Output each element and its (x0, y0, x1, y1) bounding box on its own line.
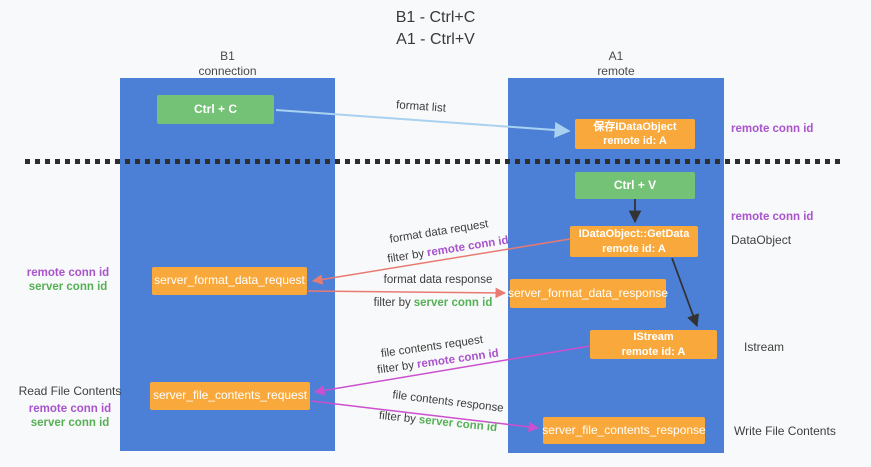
annotation-server-conn-id-left: server conn id (28, 281, 108, 294)
filter-by-text: filter by (373, 297, 411, 309)
node-ctrl-v-label: Ctrl + V (613, 177, 657, 192)
node-ctrl-c-label: Ctrl + C (193, 101, 237, 116)
node-server-file-contents-response-label: server_file_contents_response (542, 422, 706, 437)
annotation-remote-conn-id-left: remote conn id (26, 267, 110, 279)
edge-label-format-data-response: format data response (383, 274, 493, 286)
annotation-dataobject: DataObject (731, 233, 792, 247)
lane-b1-subtitle: connection (198, 64, 257, 78)
annotation-remote-conn-id-left-2: remote conn id (28, 403, 112, 415)
node-server-format-data-request: server_format_data_request (152, 267, 307, 295)
lane-header-a1: A1 remote (508, 49, 724, 79)
node-istream-line1: IStream (633, 331, 674, 344)
node-idataobject-getdata-line2: remote id: A (602, 242, 666, 255)
annotation-read-file-contents: Read File Contents (18, 384, 122, 398)
node-server-file-contents-request: server_file_contents_request (150, 382, 310, 410)
node-idataobject-getdata: IDataObject::GetData remote id: A (570, 226, 698, 257)
filter-by-text: filter by (376, 359, 415, 377)
annotation-remote-conn-id-mid: remote conn id (731, 211, 814, 223)
annotation-file-conn-ids: remote conn id server conn id (14, 402, 126, 431)
node-save-idataobject: 保存IDataObject remote id: A (575, 119, 695, 149)
annotation-write-file-contents: Write File Contents (734, 424, 836, 438)
lane-b1-title: B1 (220, 49, 235, 63)
node-server-format-data-request-label: server_format_data_request (154, 273, 305, 288)
node-ctrl-v: Ctrl + V (575, 172, 695, 199)
node-istream: IStream remote id: A (590, 330, 717, 359)
node-server-format-data-response: server_format_data_response (507, 279, 669, 308)
node-server-format-data-response-label: server_format_data_response (507, 285, 669, 300)
diagram-title: B1 - Ctrl+C A1 - Ctrl+V (0, 7, 871, 50)
arrow-format-data-response (307, 287, 507, 299)
remote-conn-id-text: remote conn id (426, 234, 510, 260)
annotation-remote-conn-id-top: remote conn id (731, 123, 814, 135)
node-server-file-contents-response: server_file_contents_response (542, 417, 706, 444)
node-save-idataobject-line1: 保存IDataObject (593, 120, 677, 133)
node-istream-line2: remote id: A (621, 345, 686, 358)
edge-label-file-contents-response: file contents response (391, 389, 505, 415)
title-line-1: B1 - Ctrl+C (395, 9, 476, 26)
node-server-file-contents-request-label: server_file_contents_request (152, 388, 308, 403)
node-idataobject-getdata-line1: IDataObject::GetData (578, 228, 690, 241)
annotation-server-conn-id-left-2: server conn id (30, 417, 110, 430)
edge-label-format-list: format list (395, 99, 447, 115)
title-line-2: A1 - Ctrl+V (396, 30, 475, 48)
filter-by-text: filter by (386, 247, 426, 266)
lane-a1-subtitle: remote (597, 64, 635, 78)
lane-header-b1: B1 connection (120, 49, 335, 79)
server-conn-id-text: server conn id (413, 297, 493, 309)
annotation-format-conn-ids: remote conn id server conn id (16, 266, 120, 295)
session-separator-dashed-line (25, 159, 843, 164)
node-save-idataobject-line2: remote id: A (603, 135, 667, 147)
annotation-istream: Istream (744, 340, 785, 354)
node-ctrl-c: Ctrl + C (157, 95, 274, 124)
filter-by-text: filter by (378, 409, 417, 426)
lane-a1-title: A1 (608, 49, 624, 63)
server-conn-id-text: server conn id (418, 414, 498, 435)
